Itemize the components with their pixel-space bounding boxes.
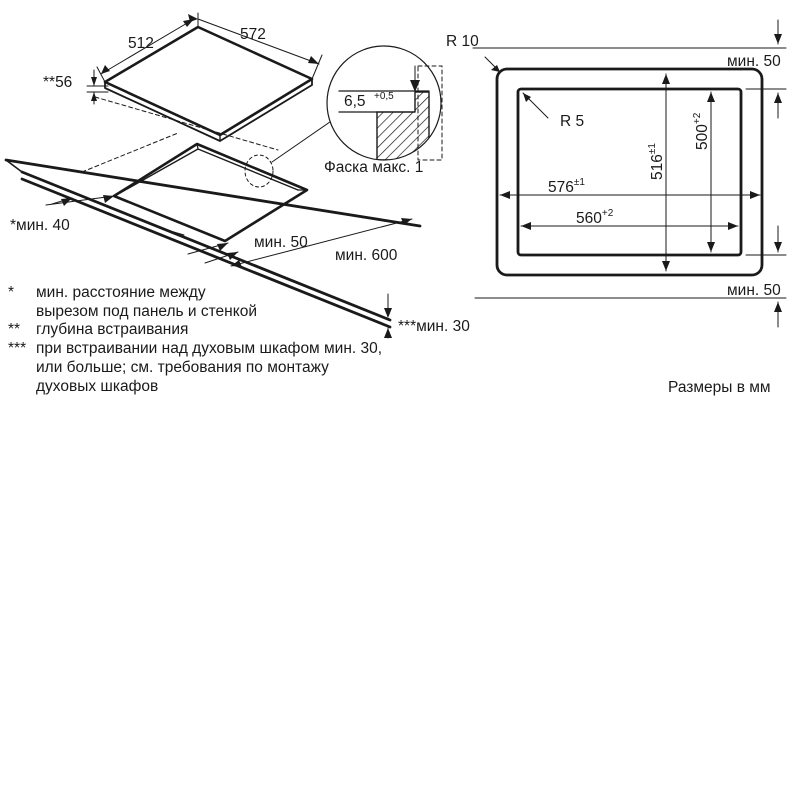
- units-note: Размеры в мм: [668, 379, 771, 396]
- footnote-line: вырезом под панель и стенкой: [36, 303, 257, 320]
- wall-gap-label: *мин. 40: [10, 217, 70, 234]
- footnote-mark: *: [8, 284, 14, 301]
- footnote-line: духовых шкафов: [36, 378, 158, 395]
- footnote-line: мин. расстояние между: [36, 284, 206, 301]
- cutout-inner-frame: [516, 87, 743, 257]
- cutout-dimension-lines: [472, 19, 787, 328]
- inner-radius-label: R 5: [560, 113, 584, 130]
- cutout-outer-frame: [495, 67, 764, 277]
- worktop-depth-label: мин. 600: [335, 247, 398, 264]
- detail-dimension-label: 6,5: [344, 93, 366, 110]
- inner-depth-label: 500+2: [692, 112, 711, 150]
- magnified-detail: [326, 45, 443, 161]
- footnote-mark: ***: [8, 340, 26, 357]
- top-min-label: мин. 50: [727, 53, 781, 70]
- outer-depth-label: 516±1: [647, 143, 666, 180]
- oven-gap-label: ***мин. 30: [398, 318, 470, 335]
- footnotes: * мин. расстояние между вырезом под пане…: [8, 284, 382, 395]
- outer-width-label: 576±1: [548, 177, 585, 196]
- detail-tolerance-label: +0,5: [374, 91, 394, 102]
- cutout-labels: R 10 R 5 мин. 50 мин. 50 576±1 560+2 516…: [446, 33, 781, 299]
- footnote-line: глубина встраивания: [36, 321, 188, 338]
- hob-labels: 512 572 **56 *мин. 40 мин. 50 мин. 600 *…: [10, 26, 470, 335]
- front-min-label: мин. 50: [254, 234, 308, 251]
- worktop-cutout: [112, 114, 341, 243]
- footnote-mark: **: [8, 321, 20, 338]
- arrowheads: [61, 14, 782, 338]
- worktop: [4, 96, 422, 329]
- inner-width-label: 560+2: [576, 208, 614, 227]
- bottom-min-label: мин. 50: [727, 282, 781, 299]
- outer-radius-label: R 10: [446, 33, 479, 50]
- chamfer-label: Фаска макс. 1: [324, 159, 423, 176]
- footnote-line: при встраивании над духовым шкафом мин. …: [36, 340, 382, 357]
- hob-height-label: **56: [43, 74, 72, 91]
- detail-labels: 6,5 +0,5 Фаска макс. 1: [324, 91, 423, 176]
- hob-width-label: 572: [240, 26, 266, 43]
- footnote-line: или больше; см. требования по монтажу: [36, 359, 329, 376]
- hob-depth-label: 512: [128, 35, 154, 52]
